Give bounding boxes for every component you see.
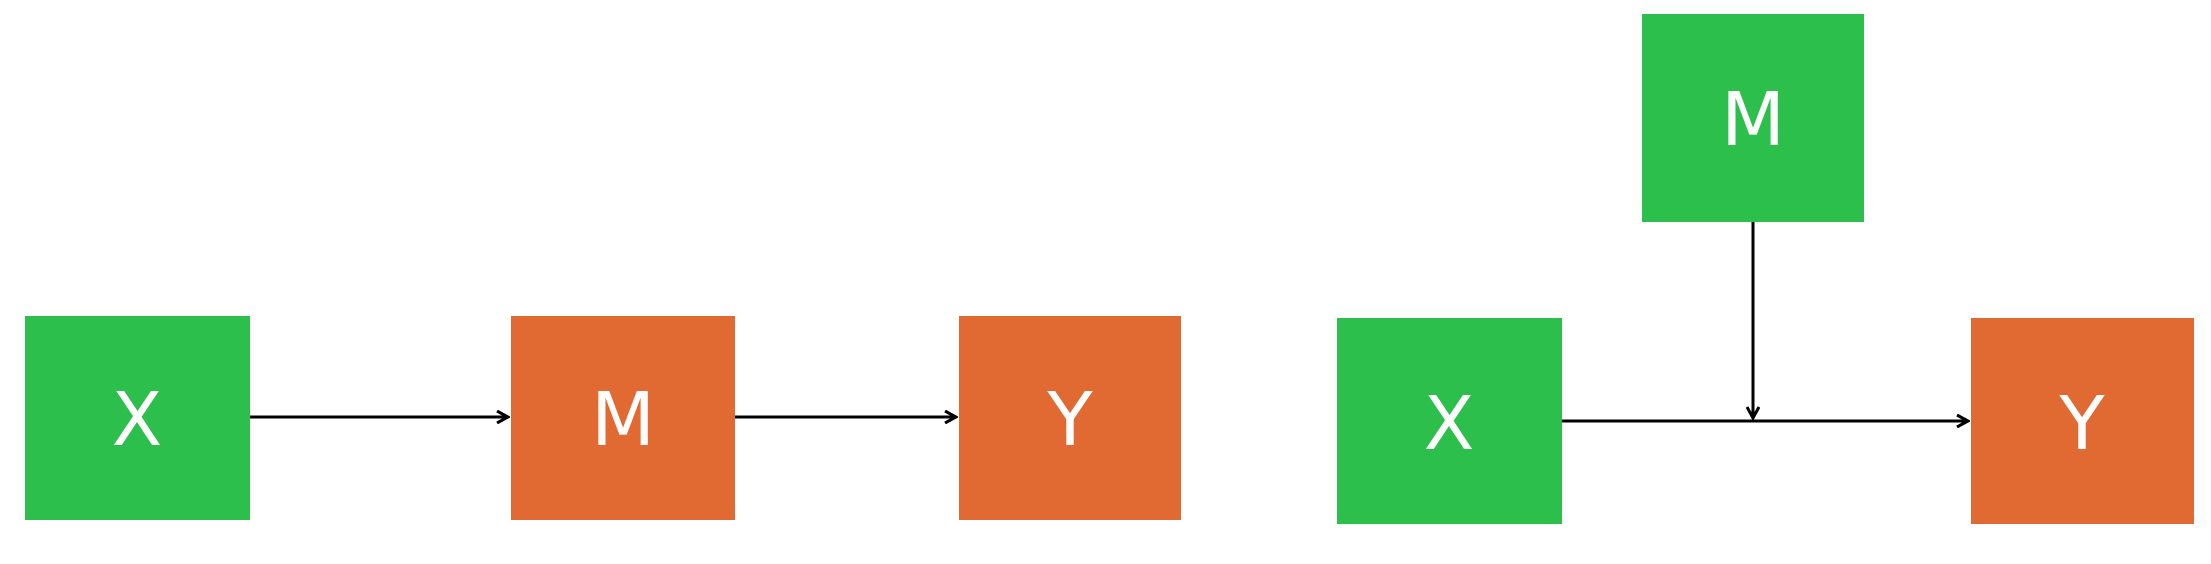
mediation-node-y-box — [959, 316, 1181, 520]
moderation-node-m-box — [1642, 14, 1864, 222]
mediation-node-m-box — [511, 316, 735, 520]
mediation-node-x-box — [25, 316, 250, 520]
moderation-diagram: M X Y — [1337, 14, 2194, 524]
mediation-node-m-label: M — [591, 377, 655, 463]
moderation-node-x-box — [1337, 318, 1562, 524]
mediation-node-m: M — [511, 316, 735, 520]
mediation-node-x-label: X — [112, 377, 163, 463]
moderation-node-m: M — [1642, 14, 1864, 222]
mediation-diagram: X M Y — [25, 316, 1181, 520]
moderation-node-y-box — [1971, 318, 2194, 524]
mediation-node-y-label: Y — [1046, 377, 1093, 463]
mediation-node-x: X — [25, 316, 250, 520]
moderation-node-x: X — [1337, 318, 1562, 524]
moderation-node-y: Y — [1971, 318, 2194, 524]
mediation-node-y: Y — [959, 316, 1181, 520]
moderation-node-y-label: Y — [2058, 381, 2105, 467]
moderation-node-m-label: M — [1721, 77, 1785, 163]
moderation-node-x-label: X — [1424, 381, 1475, 467]
